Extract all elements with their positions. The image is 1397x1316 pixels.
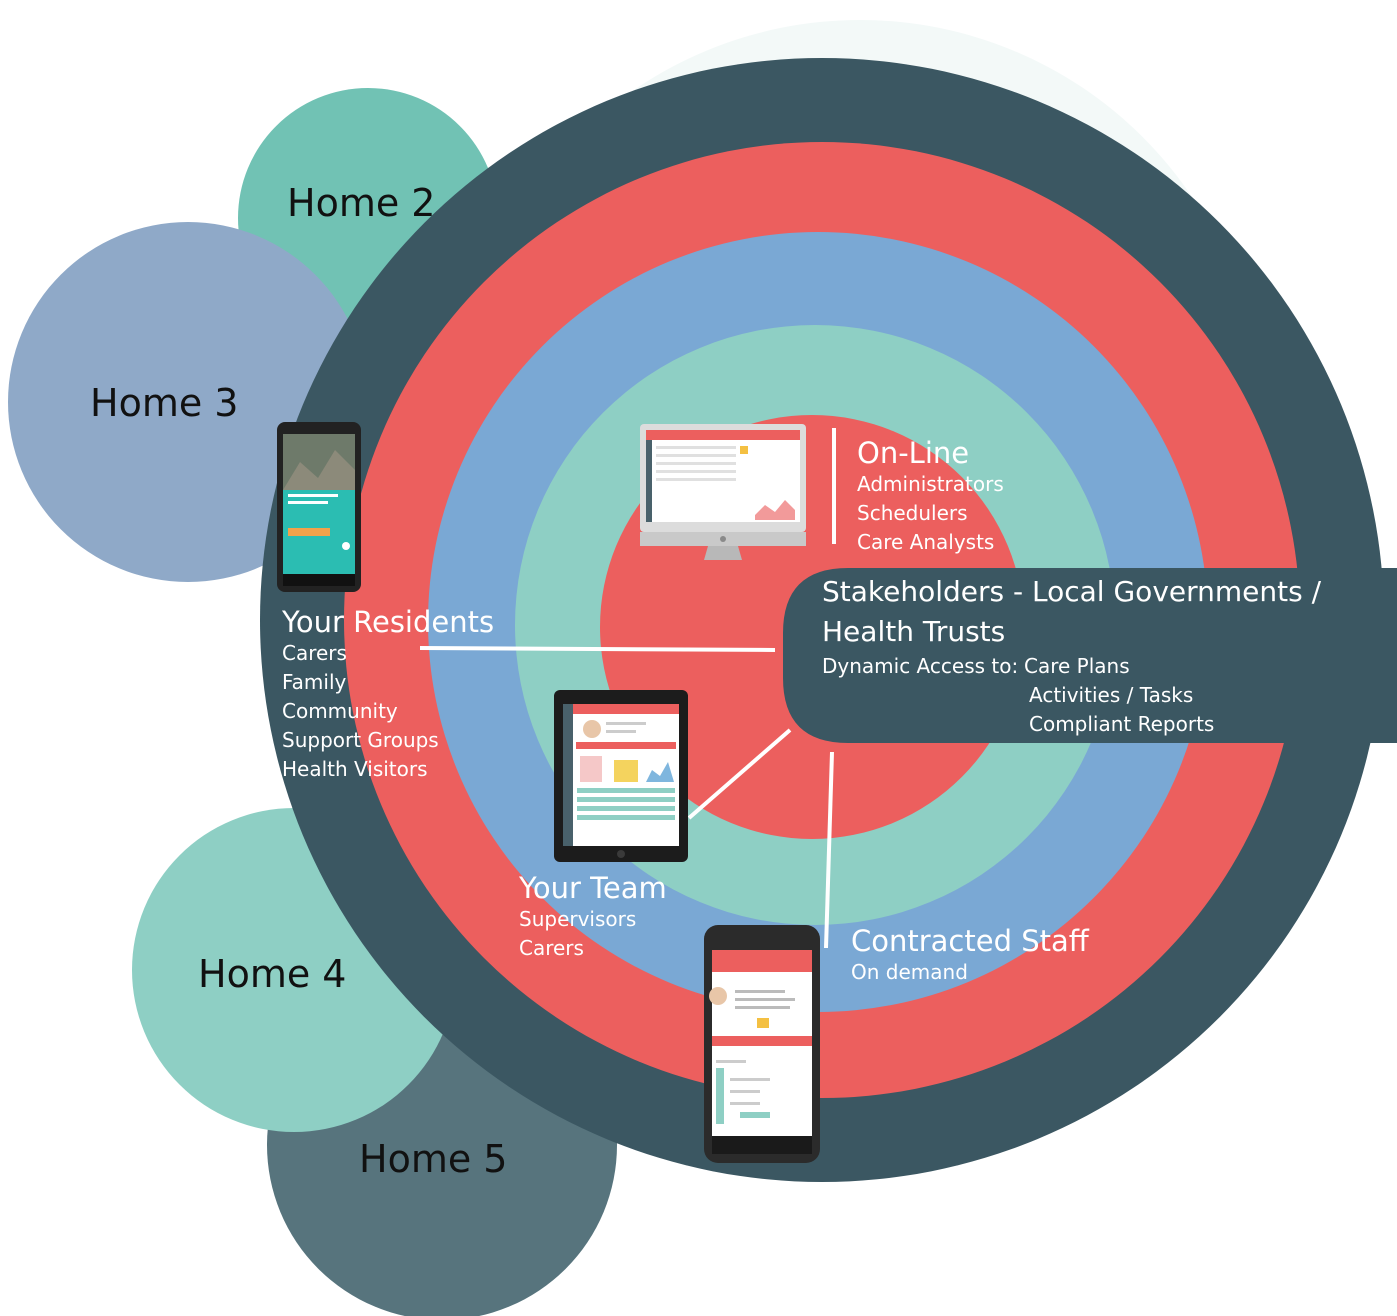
residents-item: Support Groups <box>282 728 439 752</box>
access-list: Dynamic Access to: Care Plans Activities… <box>822 652 1321 742</box>
phone-left-icon <box>277 422 361 592</box>
tablet-icon <box>554 690 688 862</box>
online-item: Care Analysts <box>857 530 995 554</box>
contracted-title: Contracted Staff <box>851 924 1089 958</box>
phone-bottom-icon <box>704 925 820 1163</box>
contracted-connector-line <box>824 751 834 949</box>
stakeholders-callout-box <box>783 568 1397 743</box>
online-item: Administrators <box>857 472 1004 496</box>
online-item: Schedulers <box>857 501 968 525</box>
team-block: Your Team Supervisors Carers <box>519 871 667 963</box>
online-list: Administrators Schedulers Care Analysts <box>857 470 1004 557</box>
online-block: On-Line Administrators Schedulers Care A… <box>857 436 1004 557</box>
stakeholders-title-line1: Stakeholders - Local Governments / <box>822 575 1322 608</box>
contracted-list: On demand <box>851 958 1089 987</box>
team-item: Supervisors <box>519 907 637 931</box>
stakeholders-title-line2: Health Trusts <box>822 615 1006 648</box>
team-title: Your Team <box>519 871 667 905</box>
contracted-block: Contracted Staff On demand <box>851 924 1089 987</box>
access-item: Care Plans <box>1024 654 1130 678</box>
home-2-label: Home 2 <box>287 181 436 225</box>
residents-connector-line <box>419 646 776 652</box>
home-5-label: Home 5 <box>359 1137 508 1181</box>
home-4-label: Home 4 <box>198 952 347 996</box>
access-item: Compliant Reports <box>1029 712 1215 736</box>
home-3-label: Home 3 <box>90 381 239 425</box>
residents-block: Your Residents Carers Family Community S… <box>282 605 494 784</box>
residents-item: Carers <box>282 641 347 665</box>
team-item: Carers <box>519 936 584 960</box>
residents-title: Your Residents <box>282 605 495 639</box>
residents-list: Carers Family Community Support Groups H… <box>282 639 494 784</box>
access-item: Activities / Tasks <box>1029 683 1194 707</box>
residents-item: Health Visitors <box>282 757 428 781</box>
team-list: Supervisors Carers <box>519 905 667 963</box>
access-label: Dynamic Access to: <box>822 654 1019 678</box>
stakeholders-block: Stakeholders - Local Governments / Healt… <box>822 572 1321 742</box>
team-connector-line <box>687 728 792 820</box>
contracted-item: On demand <box>851 960 968 984</box>
desktop-monitor-icon <box>640 424 806 560</box>
residents-item: Family <box>282 670 347 694</box>
residents-item: Community <box>282 699 398 723</box>
online-title: On-Line <box>857 436 970 470</box>
